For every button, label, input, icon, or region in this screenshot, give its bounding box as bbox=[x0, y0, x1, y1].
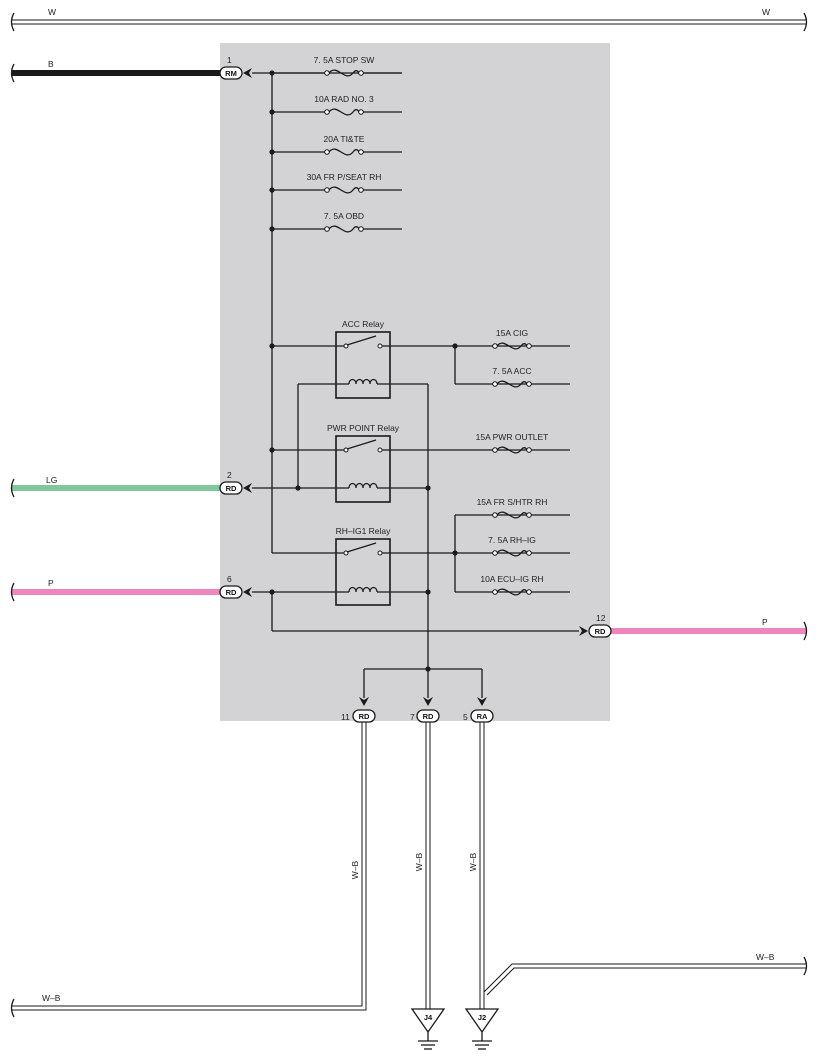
svg-text:RD: RD bbox=[359, 712, 370, 721]
relay-acc: ACC Relay bbox=[335, 319, 391, 399]
svg-text:10A ECU–IG RH: 10A ECU–IG RH bbox=[480, 574, 543, 584]
wire-w-top bbox=[10, 12, 808, 32]
connector-11: 11 RD bbox=[341, 697, 376, 723]
relay-pwr-point: PWR POINT Relay bbox=[327, 423, 400, 503]
svg-text:RM: RM bbox=[225, 69, 237, 78]
connector-7: 7 RD bbox=[410, 697, 440, 723]
fuse-row-rad-no3: 10A RAD NO. 3 bbox=[269, 94, 402, 116]
fuse-cig: 15A CIG bbox=[492, 328, 532, 350]
svg-text:5: 5 bbox=[463, 712, 468, 722]
wire-label-wb-7: W–B bbox=[414, 852, 424, 871]
svg-text:15A PWR OUTLET: 15A PWR OUTLET bbox=[476, 432, 549, 442]
wire-wb-11 bbox=[10, 722, 367, 1018]
wire-wb-5 bbox=[479, 722, 485, 1009]
wire-label-wb-5: W–B bbox=[468, 852, 478, 871]
svg-text:PWR POINT Relay: PWR POINT Relay bbox=[327, 423, 400, 433]
wire-label-p-left: P bbox=[48, 578, 54, 588]
wire-p-right bbox=[608, 621, 808, 641]
fuse-label: 10A RAD NO. 3 bbox=[314, 94, 374, 104]
wire-label-w-right: W bbox=[762, 7, 770, 17]
fuse-label: 30A FR P/SEAT RH bbox=[307, 172, 382, 182]
svg-text:J2: J2 bbox=[478, 1013, 486, 1022]
svg-text:RD: RD bbox=[595, 627, 606, 636]
fuse-ecu-ig-rh: 10A ECU–IG RH bbox=[480, 574, 544, 596]
wire-p-left bbox=[10, 582, 222, 602]
wire-label-p-right: P bbox=[762, 617, 768, 627]
svg-text:1: 1 bbox=[227, 55, 232, 65]
svg-text:J4: J4 bbox=[424, 1013, 433, 1022]
fuse-row-ti-te: 20A TI&TE bbox=[269, 134, 402, 156]
wire-label-b: B bbox=[48, 59, 54, 69]
junction-block bbox=[220, 43, 610, 721]
wire-lg bbox=[10, 478, 222, 498]
fuse-pwr-outlet: 15A PWR OUTLET bbox=[476, 432, 549, 454]
wire-wb-7 bbox=[425, 722, 431, 1009]
svg-text:7. 5A RH–IG: 7. 5A RH–IG bbox=[488, 535, 536, 545]
ground-j2: J2 bbox=[464, 1008, 500, 1050]
connector-2: 2 RD bbox=[219, 470, 252, 495]
svg-text:ACC Relay: ACC Relay bbox=[342, 319, 385, 329]
fuse-label: 7. 5A OBD bbox=[324, 211, 364, 221]
wire-label-lg: LG bbox=[46, 475, 57, 485]
svg-text:15A FR S/HTR RH: 15A FR S/HTR RH bbox=[477, 497, 548, 507]
fuse-label: 20A TI&TE bbox=[324, 134, 365, 144]
fuse-row-obd: 7. 5A OBD bbox=[269, 211, 402, 233]
connector-12: 12 RD bbox=[579, 613, 612, 638]
wire-label-wb-bottom-left: W–B bbox=[42, 993, 61, 1003]
fuse-row-fr-pseat-rh: 30A FR P/SEAT RH bbox=[269, 172, 402, 194]
connector-6: 6 RD bbox=[219, 574, 252, 599]
fuse-row-stop-sw: 7. 5A STOP SW bbox=[269, 55, 402, 77]
svg-text:RH–IG1 Relay: RH–IG1 Relay bbox=[336, 526, 392, 536]
svg-text:RD: RD bbox=[226, 588, 237, 597]
connector-1: 1 RM bbox=[219, 55, 252, 80]
wire-wb-right bbox=[483, 956, 808, 996]
connector-5: 5 RA bbox=[463, 697, 494, 723]
svg-text:RD: RD bbox=[423, 712, 434, 721]
svg-text:6: 6 bbox=[227, 574, 232, 584]
svg-text:7: 7 bbox=[410, 712, 415, 722]
svg-text:RD: RD bbox=[226, 484, 237, 493]
fuse-label: 7. 5A STOP SW bbox=[314, 55, 375, 65]
svg-text:11: 11 bbox=[341, 712, 350, 722]
fuse-acc: 7. 5A ACC bbox=[492, 366, 532, 388]
wire-b bbox=[10, 63, 222, 83]
fuse-rh-ig: 7. 5A RH–IG bbox=[488, 535, 536, 557]
svg-text:12: 12 bbox=[596, 613, 606, 623]
fuse-fr-shtr-rh: 15A FR S/HTR RH bbox=[477, 497, 548, 519]
svg-text:15A CIG: 15A CIG bbox=[496, 328, 528, 338]
wire-label-w-left: W bbox=[48, 7, 56, 17]
svg-text:2: 2 bbox=[227, 470, 232, 480]
wire-label-wb-11: W–B bbox=[350, 860, 360, 879]
svg-text:RA: RA bbox=[477, 712, 488, 721]
svg-text:7. 5A ACC: 7. 5A ACC bbox=[492, 366, 531, 376]
wire-label-wb-right: W–B bbox=[756, 952, 775, 962]
ground-j4: J4 bbox=[410, 1008, 446, 1050]
